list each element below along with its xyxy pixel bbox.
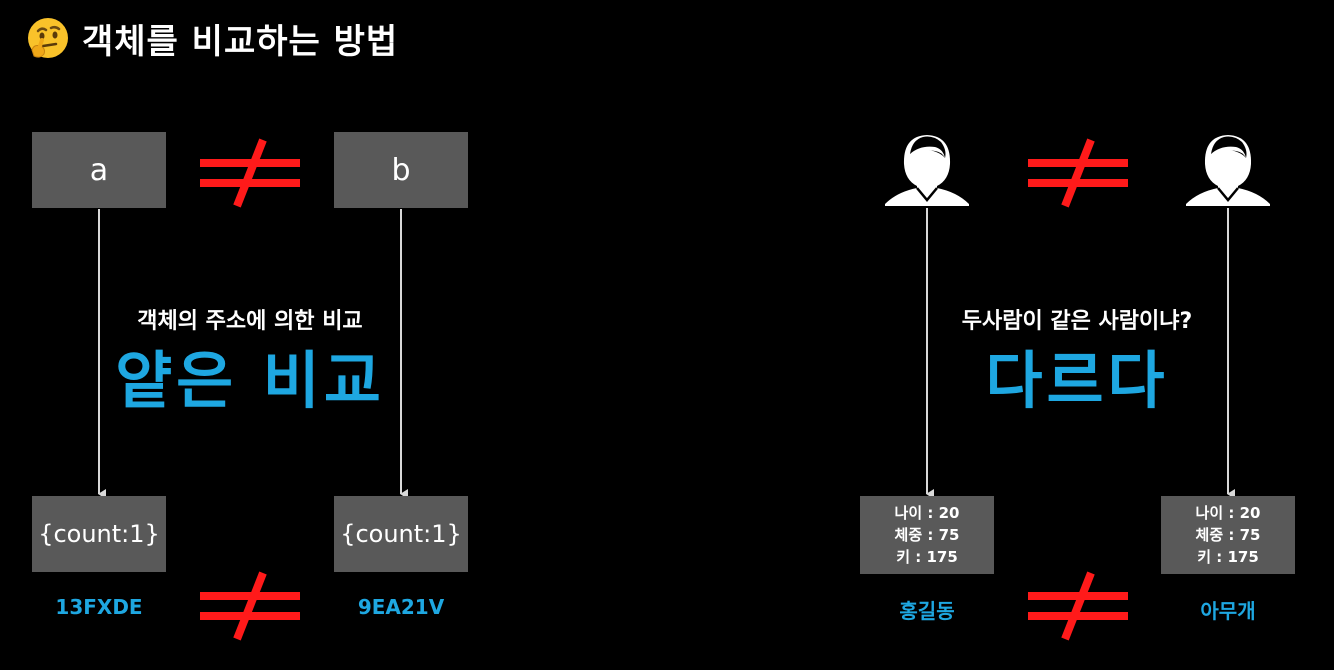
- thinking-face-icon: [28, 18, 68, 58]
- person-b-age: 나이 : 20: [1195, 504, 1261, 522]
- left-big-text: 얕은 비교: [115, 344, 385, 417]
- object-b-box: {count:1}: [334, 496, 468, 572]
- object-a-box: {count:1}: [32, 496, 166, 572]
- right-caption: 두사람이 같은 사람이냐?: [961, 309, 1193, 334]
- person-a-height: 키 : 175: [896, 548, 958, 566]
- person-b-weight: 체중 : 75: [1195, 526, 1261, 544]
- variable-a-box: a: [32, 132, 166, 208]
- person-a-name: 홍길동: [899, 599, 955, 623]
- left-caption: 객체의 주소에 의한 비교: [137, 309, 363, 334]
- page-title: 객체를 비교하는 방법: [26, 14, 398, 62]
- title-text: 객체를 비교하는 방법: [82, 21, 399, 62]
- person-b-height: 키 : 175: [1197, 548, 1259, 566]
- person-icon: [1186, 135, 1270, 206]
- person-b-name: 아무개: [1200, 599, 1256, 623]
- address-a-label: 13FXDE: [55, 595, 143, 619]
- not-equal-icon: [200, 571, 300, 641]
- person-a-age: 나이 : 20: [894, 504, 960, 522]
- person-a-weight: 체중 : 75: [894, 526, 960, 544]
- right-big-text: 다르다: [985, 344, 1169, 417]
- person-icon: [885, 135, 969, 206]
- not-equal-icon: [1028, 571, 1128, 641]
- not-equal-icon: [1028, 138, 1128, 208]
- person-b-info-box: 나이 : 20 체중 : 75 키 : 175: [1161, 496, 1295, 574]
- person-a-info-box: 나이 : 20 체중 : 75 키 : 175: [860, 496, 994, 574]
- not-equal-icon: [200, 138, 300, 208]
- address-b-label: 9EA21V: [357, 595, 445, 619]
- variable-b-box: b: [334, 132, 468, 208]
